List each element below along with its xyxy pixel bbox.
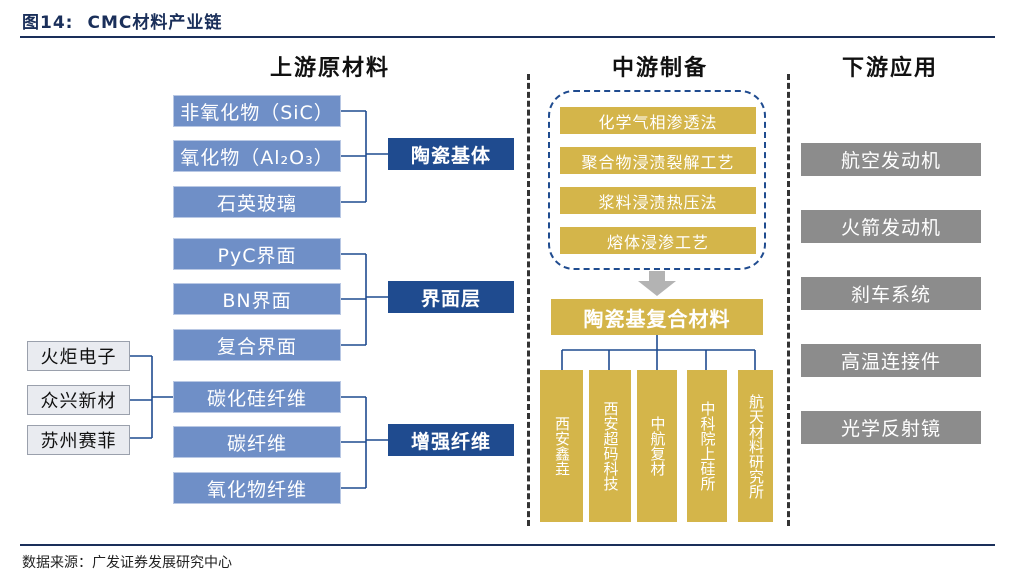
separator-right — [787, 74, 790, 526]
material-quartz-glass: 石英玻璃 — [173, 186, 341, 218]
fiber-oxide: 氧化物纤维 — [173, 472, 341, 504]
material-sic: 非氧化物（SiC） — [173, 95, 341, 127]
application-aero-engine: 航空发动机 — [801, 143, 981, 176]
interface-bn: BN界面 — [173, 283, 341, 315]
process-group-frame — [548, 90, 766, 270]
column-header-downstream: 下游应用 — [841, 56, 938, 81]
company-sic-cas: 中科院上硅所 — [687, 370, 727, 522]
product-cmc: 陶瓷基复合材料 — [551, 299, 763, 335]
process-melt-infiltration: 熔体浸渗工艺 — [560, 227, 756, 254]
supplier-zhongxing: 众兴新材 — [27, 385, 130, 415]
figure-number: 图14: — [22, 13, 74, 33]
company-avic-composite: 中航复材 — [637, 370, 677, 522]
process-pip: 聚合物浸渍裂解工艺 — [560, 147, 756, 174]
application-optical-mirror: 光学反射镜 — [801, 411, 981, 444]
application-rocket-engine: 火箭发动机 — [801, 210, 981, 243]
interface-pyc: PyC界面 — [173, 238, 341, 270]
application-high-temp-connector: 高温连接件 — [801, 344, 981, 377]
supplier-suzhou-saifei: 苏州赛菲 — [27, 425, 130, 455]
source-note: 数据来源：广发证券发展研究中心 — [22, 555, 232, 571]
material-al2o3: 氧化物（Al₂O₃） — [173, 140, 341, 172]
category-reinforcing-fiber: 增强纤维 — [388, 424, 514, 456]
process-slurry-hot-press: 浆料浸渍热压法 — [560, 187, 756, 214]
category-ceramic-matrix: 陶瓷基体 — [388, 138, 514, 170]
supplier-huoju: 火炬电子 — [27, 341, 130, 371]
category-interface-layer: 界面层 — [388, 281, 514, 313]
interface-composite: 复合界面 — [173, 329, 341, 361]
bottom-rule — [20, 544, 995, 546]
company-aerospace-materials: 航天材料研究所 — [738, 370, 773, 522]
separator-left — [527, 74, 530, 526]
company-xian-xinyao: 西安鑫垚 — [540, 370, 583, 522]
fiber-carbon: 碳纤维 — [173, 426, 341, 458]
company-xian-chaoma: 西安超码科技 — [589, 370, 631, 522]
column-header-upstream: 上游原材料 — [269, 56, 390, 81]
fiber-sic: 碳化硅纤维 — [173, 381, 341, 413]
column-header-midstream: 中游制备 — [611, 56, 708, 81]
top-rule — [20, 36, 995, 38]
figure-title-text: CMC材料产业链 — [87, 13, 223, 33]
figure-title: 图14: CMC材料产业链 — [22, 8, 222, 33]
process-cvi: 化学气相渗透法 — [560, 107, 756, 134]
application-brake-system: 刹车系统 — [801, 277, 981, 310]
